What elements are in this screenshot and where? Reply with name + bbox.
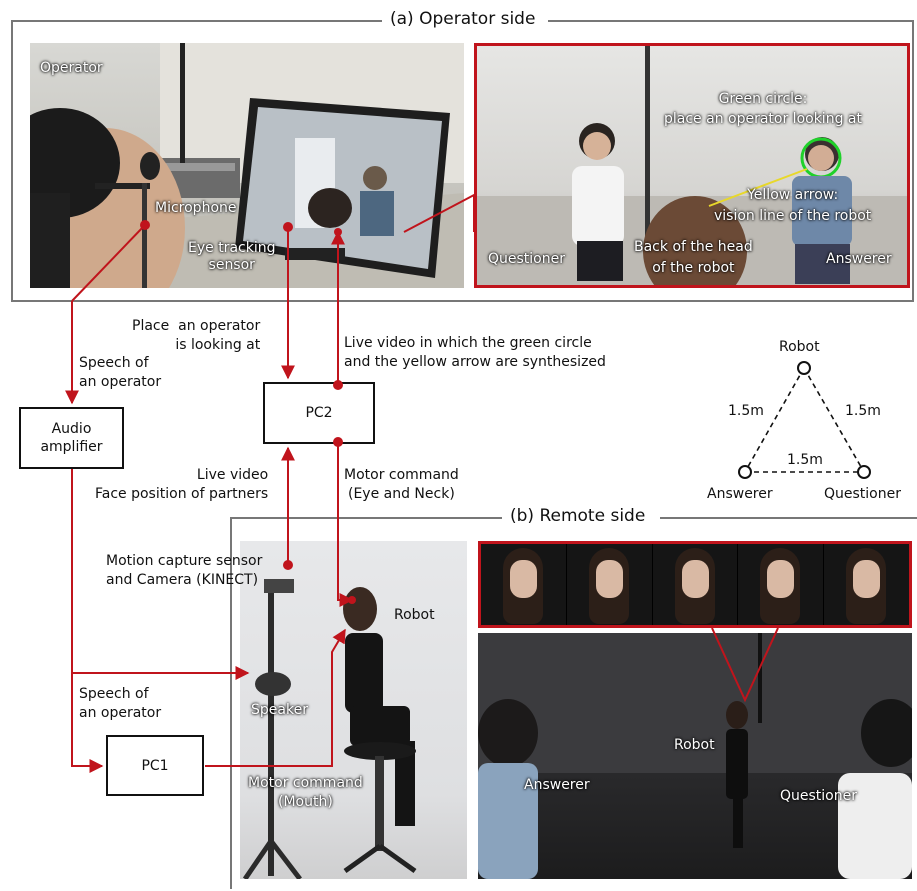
robot-face-2 xyxy=(567,544,653,625)
view-pointer xyxy=(403,193,475,233)
pc2-to-robot-eyes xyxy=(337,442,354,607)
green-circle-label: Green circle: place an operator looking … xyxy=(664,91,862,127)
speaker-label: Speaker xyxy=(251,702,308,718)
motor-mouth-label: Motor command (Mouth) xyxy=(248,775,363,810)
pc2-out-dot xyxy=(333,380,343,390)
pc2-out2-dot xyxy=(333,437,343,447)
yellow-arrow-label: Yellow arrow: vision line of the robot xyxy=(714,187,872,224)
triangle-robot-label: Robot xyxy=(779,339,820,355)
audio-amplifier-box: Audio amplifier xyxy=(19,407,124,469)
back-of-head-label: Back of the head of the robot xyxy=(634,239,753,276)
monitor-dot xyxy=(334,228,342,236)
live-video-face-label: Live video Face position of partners xyxy=(95,467,269,502)
robot-faces-strip xyxy=(478,541,912,628)
operator-side-title: (a) Operator side xyxy=(382,9,544,29)
questioner-label-scene: Questioner xyxy=(780,788,857,804)
robot-node xyxy=(797,361,811,375)
answerer-node xyxy=(738,465,752,479)
robot-face-3 xyxy=(653,544,739,625)
distance-left-label: 1.5m xyxy=(728,403,764,419)
motion-capture-label: Motion capture sensor and Camera (KINECT… xyxy=(106,553,263,588)
eye-tracker-dot xyxy=(283,222,293,232)
questioner-node xyxy=(857,465,871,479)
robot-face-1 xyxy=(481,544,567,625)
robot-face-5 xyxy=(824,544,909,625)
pc1-to-robot-mouth xyxy=(205,628,346,767)
pc2-box: PC2 xyxy=(263,382,375,444)
mic-to-amp-line xyxy=(71,224,146,302)
amp-to-pc1 xyxy=(71,673,104,773)
operator-label: Operator xyxy=(40,60,103,76)
speech-bottom-label: Speech of an operator xyxy=(79,686,162,721)
face-strip-pointer xyxy=(711,627,779,703)
triangle-answerer-label: Answerer xyxy=(707,486,773,502)
kinect-dot xyxy=(283,560,293,570)
distance-right-label: 1.5m xyxy=(845,403,881,419)
answerer-view-label: Answerer xyxy=(826,251,892,267)
answerer-label-scene: Answerer xyxy=(524,777,590,793)
microphone-label: Microphone xyxy=(155,200,237,216)
place-looking-label: Place an operator is looking at xyxy=(132,318,261,353)
distance-bottom-label: 1.5m xyxy=(787,452,823,468)
mic-dot xyxy=(140,220,150,230)
live-video-synth-label: Live video in which the green circle and… xyxy=(344,335,606,370)
remote-side-title: (b) Remote side xyxy=(502,506,654,526)
questioner-view-label: Questioner xyxy=(488,251,565,267)
pc1-box: PC1 xyxy=(106,735,204,796)
eye-tracking-label: Eye tracking sensor xyxy=(188,240,276,273)
speech-top-label: Speech of an operator xyxy=(79,355,162,390)
operator-view-screen xyxy=(474,43,910,288)
operator-photo xyxy=(30,43,464,288)
robot-label-scene: Robot xyxy=(674,737,715,753)
robot-face-4 xyxy=(738,544,825,625)
triangle-questioner-label: Questioner xyxy=(824,486,901,502)
remote-scene-photo xyxy=(478,633,912,879)
robot-head-dot xyxy=(348,596,356,604)
robot-label-remote-photo: Robot xyxy=(394,607,435,623)
motor-eye-neck-label: Motor command (Eye and Neck) xyxy=(344,467,459,502)
